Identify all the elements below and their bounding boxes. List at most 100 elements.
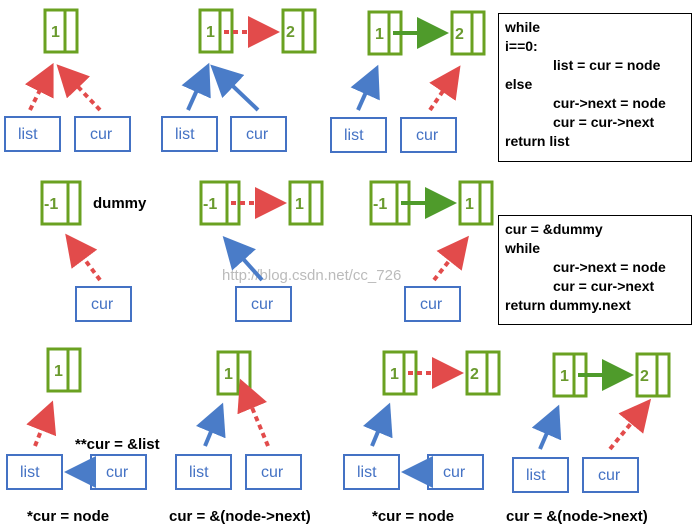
code-line: cur->next = node (553, 95, 666, 111)
code-line: i==0: (505, 38, 538, 54)
node-box: 2 (635, 352, 671, 398)
red-arrow (237, 378, 270, 447)
node-value: 1 (51, 24, 60, 41)
red-arrow (65, 233, 102, 282)
pointer-label: cur (443, 464, 466, 481)
node-box: 1 (216, 350, 252, 396)
node-value: 1 (375, 26, 384, 43)
node-box: 2 (450, 10, 486, 56)
blue-arrow (222, 236, 264, 282)
node-value: 2 (455, 26, 464, 43)
code-line: cur = cur->next (553, 114, 655, 130)
pointer-cur: cur (230, 116, 287, 152)
blue-arrow (210, 64, 260, 112)
pointer-label: cur (420, 296, 443, 313)
pointer-cur: cur (75, 286, 132, 322)
pointer-label: list (344, 127, 364, 144)
red-arrow (56, 64, 102, 112)
deref-assign-label: *cur = node (27, 508, 109, 525)
pointer-list: list (330, 117, 387, 153)
node-box: 1 (458, 180, 494, 226)
pointer-list: list (343, 454, 400, 490)
pointer-label: cur (598, 467, 621, 484)
pointer-cur: cur (235, 286, 292, 322)
node-value: 2 (640, 368, 649, 385)
code-box-1: while i==0: list = cur = node else cur->… (498, 13, 692, 162)
row2-panel1: -1 dummy cur (40, 180, 147, 322)
node-box: 1 (198, 8, 234, 54)
node-value: 1 (390, 366, 399, 383)
node-box: 1 (288, 180, 324, 226)
row3-panel4: 1 2 list cur cur = &(node->next) (506, 352, 671, 525)
pointer-list: list (512, 457, 569, 493)
node-value: 1 (54, 363, 63, 380)
pointer-label: list (175, 126, 195, 143)
code-line: while (505, 19, 541, 35)
pointer-label: cur (261, 464, 284, 481)
node-value: 1 (224, 366, 233, 383)
pointer-label: cur (246, 126, 269, 143)
row3-panel1: 1 **cur = &list list cur *cur = node (6, 347, 160, 525)
node-box: 1 (46, 347, 82, 393)
row3-panel2: 1 list cur cur = &(node->next) (169, 350, 311, 525)
code-line: cur = cur->next (553, 278, 655, 294)
double-pointer-label: **cur = &list (75, 436, 160, 453)
pointer-list: list (161, 116, 218, 152)
row3-panel3: 1 2 list cur *cur = node (343, 350, 501, 525)
pointer-label: list (357, 464, 377, 481)
code-line: while (505, 240, 541, 256)
red-arrow (432, 235, 469, 282)
blue-arrow (350, 64, 380, 111)
pointer-label: cur (251, 296, 274, 313)
blue-arrow (363, 402, 393, 447)
code-line: return dummy.next (505, 297, 631, 313)
pointer-cur: cur (427, 454, 484, 490)
pointer-label: list (526, 467, 546, 484)
pointer-label: cur (106, 464, 129, 481)
blue-arrow (196, 402, 226, 447)
blue-arrow (181, 62, 211, 111)
node-box: 2 (465, 350, 501, 396)
dummy-label: dummy (93, 195, 147, 212)
pointer-cur: cur (404, 286, 461, 322)
node-value: 1 (560, 368, 569, 385)
pointer-list: list (175, 454, 232, 490)
node-box: 1 (552, 352, 588, 398)
code-line: cur = &dummy (505, 221, 603, 237)
row1-panel2: 1 2 list cur (161, 8, 317, 152)
pointer-list: list (6, 454, 63, 490)
addr-next-label: cur = &(node->next) (506, 508, 648, 525)
node-value: 2 (286, 24, 295, 41)
pointer-label: list (18, 126, 38, 143)
code-line: cur->next = node (553, 259, 666, 275)
row2-panel2: -1 1 cur (199, 180, 324, 322)
addr-next-label: cur = &(node->next) (169, 508, 311, 525)
node-box: -1 (199, 180, 241, 226)
watermark-text: http://blog.csdn.net/cc_726 (222, 267, 401, 284)
red-arrow (26, 400, 57, 447)
pointer-label: cur (416, 127, 439, 144)
node-value: 1 (295, 196, 304, 213)
pointer-list: list (4, 116, 61, 152)
node-box: 2 (281, 8, 317, 54)
red-arrow (608, 398, 652, 451)
node-box: -1 (40, 180, 82, 226)
pointer-cur: cur (582, 457, 639, 493)
deref-assign-label: *cur = node (372, 508, 454, 525)
pointer-label: cur (90, 126, 113, 143)
pointer-cur: cur (74, 116, 131, 152)
red-arrow (24, 62, 54, 111)
pointer-cur: cur (245, 454, 302, 490)
code-line: else (505, 76, 533, 92)
code-box-2: cur = &dummy while cur->next = node cur … (498, 215, 692, 325)
node-box: 1 (43, 8, 79, 54)
code-line: list = cur = node (553, 57, 661, 73)
pointer-label: list (20, 464, 40, 481)
row2-panel3: -1 1 cur (369, 180, 494, 322)
row1-panel1: 1 list cur (4, 8, 131, 152)
node-value: -1 (203, 196, 217, 213)
pointer-label: list (189, 464, 209, 481)
pointer-cur: cur (400, 117, 457, 153)
red-arrow (428, 65, 461, 112)
